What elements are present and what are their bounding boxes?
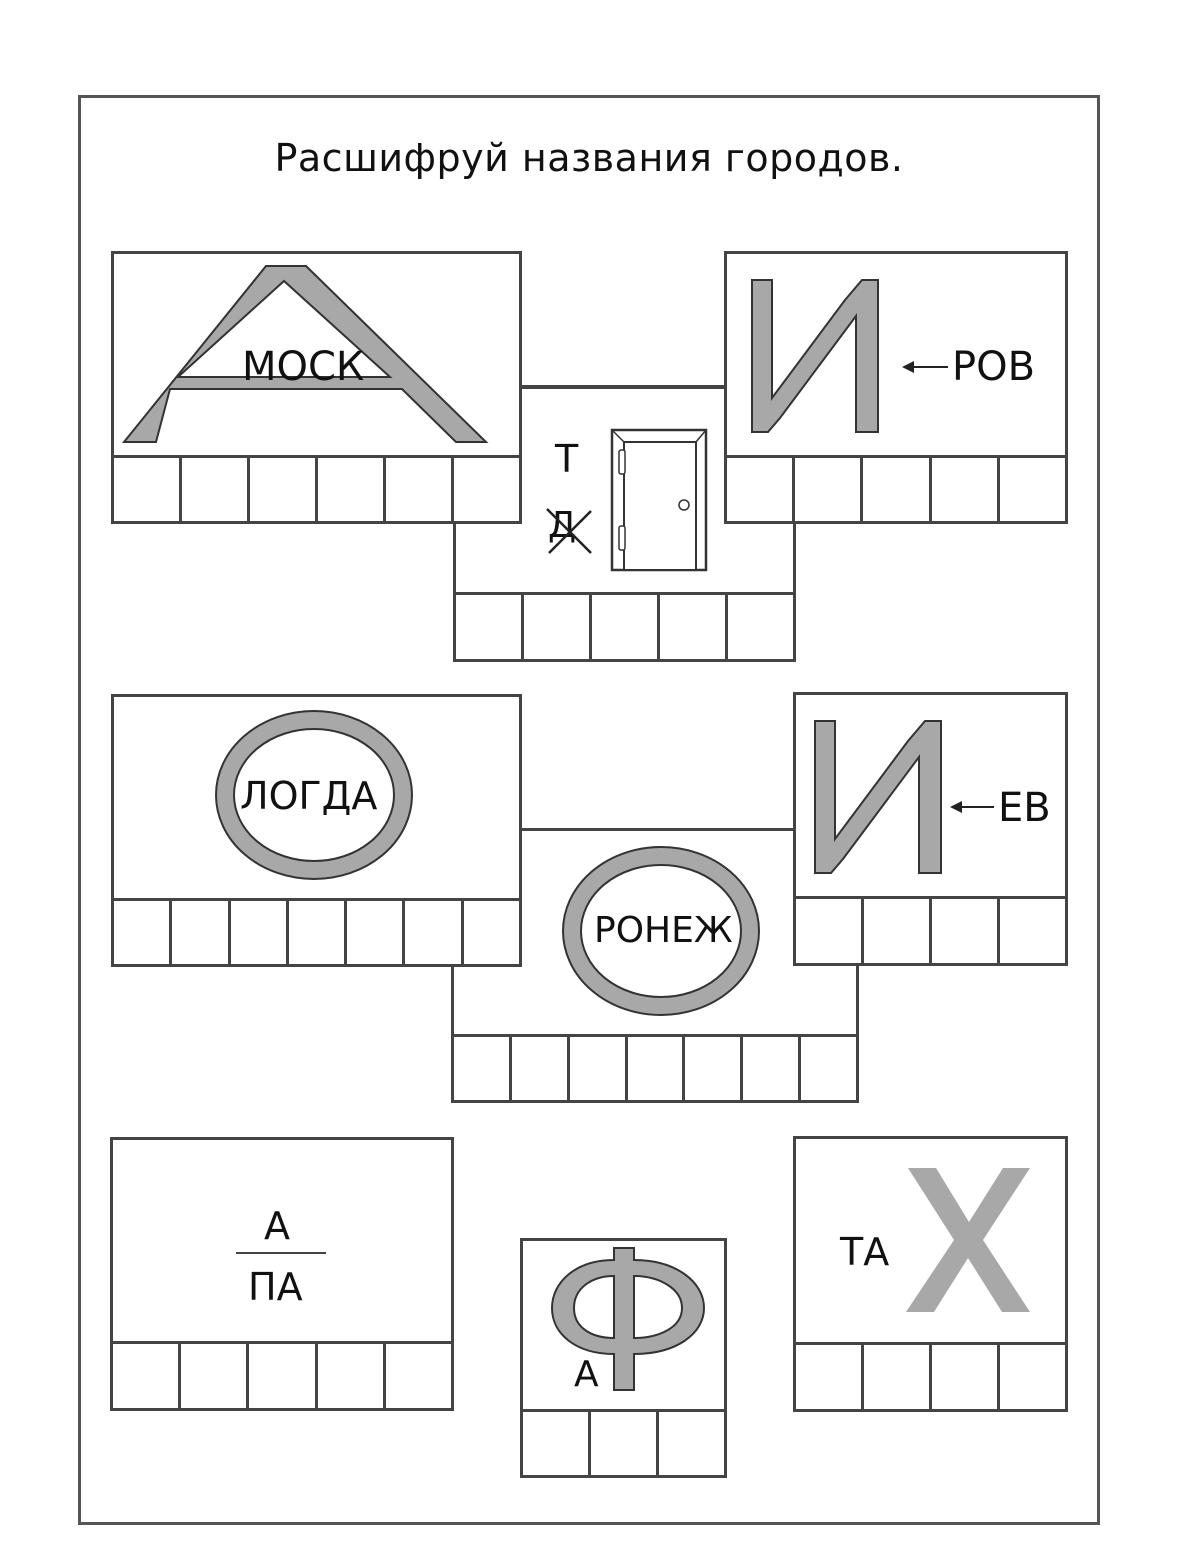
answer-cell[interactable]	[864, 899, 932, 963]
answer-cell[interactable]	[456, 595, 524, 659]
answer-cell[interactable]	[591, 1412, 659, 1475]
answer-cell[interactable]	[231, 901, 289, 964]
answer-cell[interactable]	[628, 1037, 686, 1100]
answer-cell[interactable]	[570, 1037, 628, 1100]
answer-cell[interactable]	[795, 458, 864, 521]
big-letter-a-icon	[121, 265, 489, 443]
answer-cell[interactable]	[863, 458, 932, 521]
answer-cell[interactable]	[318, 1344, 386, 1408]
answer-cell[interactable]	[289, 901, 348, 964]
answer-cells-logda[interactable]	[111, 898, 522, 967]
fraction-denominator: ПА	[248, 1265, 303, 1309]
page-title: Расшифруй названия городов.	[274, 136, 904, 180]
fraction-bar	[236, 1252, 326, 1254]
answer-cell[interactable]	[592, 595, 660, 659]
answer-cells-fraction[interactable]	[110, 1341, 454, 1411]
fraction-numerator: А	[264, 1204, 290, 1248]
letter-t: Т	[555, 437, 579, 481]
answer-cell[interactable]	[347, 901, 406, 964]
big-letter-i-icon	[751, 279, 879, 433]
clue-ta: ТА	[840, 1230, 890, 1274]
answer-cell[interactable]	[659, 1412, 724, 1475]
arrow-left-icon	[950, 801, 994, 813]
answer-cells-f[interactable]	[520, 1409, 727, 1478]
answer-cell[interactable]	[796, 1345, 864, 1409]
answer-cells-ronezh[interactable]	[451, 1034, 859, 1103]
answer-cell[interactable]	[250, 458, 318, 521]
big-letter-o-icon	[562, 846, 760, 1016]
answer-cell[interactable]	[113, 1344, 182, 1408]
answer-cells-door[interactable]	[453, 592, 796, 662]
answer-cell[interactable]	[386, 458, 454, 521]
answer-cell[interactable]	[464, 901, 519, 964]
door-icon	[610, 428, 708, 572]
answer-cell[interactable]	[685, 1037, 744, 1100]
answer-cell[interactable]	[932, 1345, 1000, 1409]
answer-cell[interactable]	[801, 1037, 856, 1100]
answer-cell[interactable]	[1000, 458, 1065, 521]
cross-out-icon	[546, 508, 592, 554]
answer-cell[interactable]	[796, 899, 864, 963]
answer-cell[interactable]	[1000, 899, 1065, 963]
answer-cell[interactable]	[249, 1344, 318, 1408]
clue-ev: ЕВ	[998, 785, 1051, 831]
answer-cell[interactable]	[114, 458, 182, 521]
answer-cells-x[interactable]	[793, 1342, 1068, 1412]
answer-cell[interactable]	[454, 458, 519, 521]
clue-mosk: МОСК	[242, 344, 365, 390]
answer-cell[interactable]	[405, 901, 464, 964]
big-letter-i-icon	[814, 720, 942, 874]
answer-cell[interactable]	[512, 1037, 570, 1100]
big-letter-x-icon	[906, 1168, 1030, 1312]
clue-ronezh: РОНЕЖ	[594, 910, 733, 951]
big-letter-f-icon	[550, 1247, 706, 1391]
answer-cell[interactable]	[386, 1344, 451, 1408]
big-letter-o-icon	[215, 710, 413, 880]
answer-cell[interactable]	[660, 595, 728, 659]
answer-cell[interactable]	[727, 458, 796, 521]
answer-cells-rov[interactable]	[724, 455, 1068, 524]
answer-cell[interactable]	[932, 899, 1000, 963]
answer-cell[interactable]	[182, 458, 250, 521]
answer-cell[interactable]	[318, 458, 386, 521]
arrow-left-icon	[902, 361, 948, 373]
answer-cells-mosk[interactable]	[111, 455, 522, 524]
answer-cell[interactable]	[743, 1037, 802, 1100]
answer-cells-ev[interactable]	[793, 896, 1068, 966]
answer-cell[interactable]	[114, 901, 173, 964]
answer-cell[interactable]	[932, 458, 1000, 521]
connector-line	[522, 385, 724, 388]
clue-a: А	[574, 1354, 599, 1395]
connector-line	[522, 828, 793, 831]
answer-cell[interactable]	[864, 1345, 932, 1409]
answer-cell[interactable]	[181, 1344, 250, 1408]
answer-cell[interactable]	[728, 595, 793, 659]
answer-cell[interactable]	[1000, 1345, 1065, 1409]
answer-cell[interactable]	[523, 1412, 591, 1475]
answer-cell[interactable]	[172, 901, 231, 964]
clue-rov: РОВ	[952, 344, 1036, 390]
answer-cell[interactable]	[454, 1037, 512, 1100]
clue-logda: ЛОГДА	[240, 774, 378, 818]
answer-cell[interactable]	[524, 595, 592, 659]
